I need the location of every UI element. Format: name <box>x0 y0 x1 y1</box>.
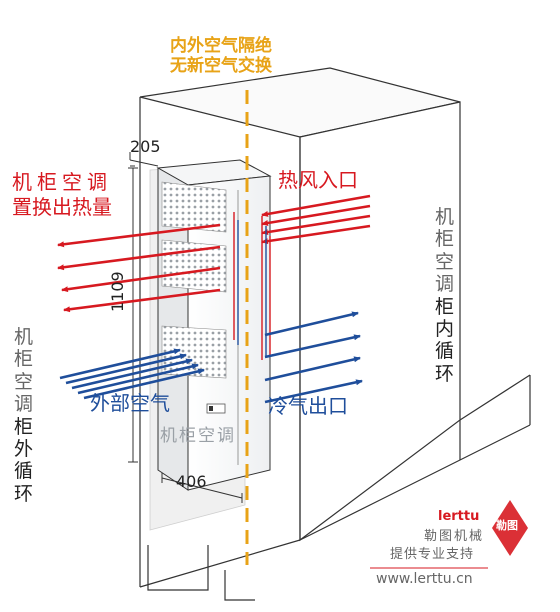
inner-circulation-char: 环 <box>435 362 455 385</box>
hot-air-exhaust-label-line2: 置换出热量 <box>12 195 112 219</box>
inner-circulation-label: 机 柜 空 调 柜 内 循 环 <box>435 206 454 385</box>
isolation-note-line2: 无新空气交换 <box>170 56 272 77</box>
outer-circulation-char: 柜 <box>14 348 34 371</box>
outside-air-label: 外部空气 <box>90 391 170 415</box>
outer-circulation-char: 环 <box>14 482 34 505</box>
inner-circulation-char: 机 <box>435 206 455 228</box>
cabinet-air-conditioner-unit <box>156 159 272 491</box>
hot-air-exhaust-label-line1: 机柜空调 <box>12 170 112 194</box>
depth-dimension: 205 <box>130 137 161 156</box>
company-slogan: 提供专业支持 <box>390 547 475 562</box>
isolation-note-line1: 内外空气隔绝 <box>170 36 272 56</box>
cold-air-outlet-arrows <box>264 311 363 404</box>
inner-circulation-char: 空 <box>435 250 455 273</box>
outer-circulation-char: 空 <box>14 370 34 393</box>
hot-air-inlet-label: 热风入口 <box>278 168 358 192</box>
width-dimension: 406 <box>176 472 207 491</box>
cold-air-outlet-label: 冷气出口 <box>268 394 348 418</box>
outside-air-intake-arrows <box>59 348 205 400</box>
inner-circulation-char: 循 <box>435 340 455 363</box>
outer-circulation-char: 循 <box>14 460 34 483</box>
outer-circulation-char: 外 <box>14 438 34 461</box>
company-name: 勒图机械 <box>424 529 485 544</box>
logo-graphic <box>370 500 528 569</box>
isolation-note: 内外空气隔绝 无新空气交换 <box>170 36 272 77</box>
hot-air-intake-arrows <box>261 194 371 245</box>
hot-air-exhaust-label: 机柜空调 置换出热量 <box>12 170 112 220</box>
unit-panel-label: 机柜空调 <box>160 426 236 446</box>
hot-air-exhaust-arrows <box>57 223 221 313</box>
brand-wordmark: lerttu <box>438 509 480 524</box>
outer-circulation-char: 柜 <box>14 415 34 438</box>
brand-badge: 勒图 <box>496 519 518 532</box>
outer-circulation-label: 机 柜 空 调 柜 外 循 环 <box>14 326 33 505</box>
company-url: www.lerttu.cn <box>376 571 473 587</box>
inner-circulation-char: 内 <box>435 318 455 341</box>
height-dimension: 1109 <box>108 271 127 312</box>
dimension-lines <box>128 152 243 503</box>
outer-circulation-char: 机 <box>14 326 34 348</box>
outer-circulation-char: 调 <box>14 393 34 416</box>
inner-circulation-char: 调 <box>435 273 455 296</box>
inner-circulation-char: 柜 <box>435 228 455 251</box>
inner-circulation-char: 柜 <box>435 295 455 318</box>
